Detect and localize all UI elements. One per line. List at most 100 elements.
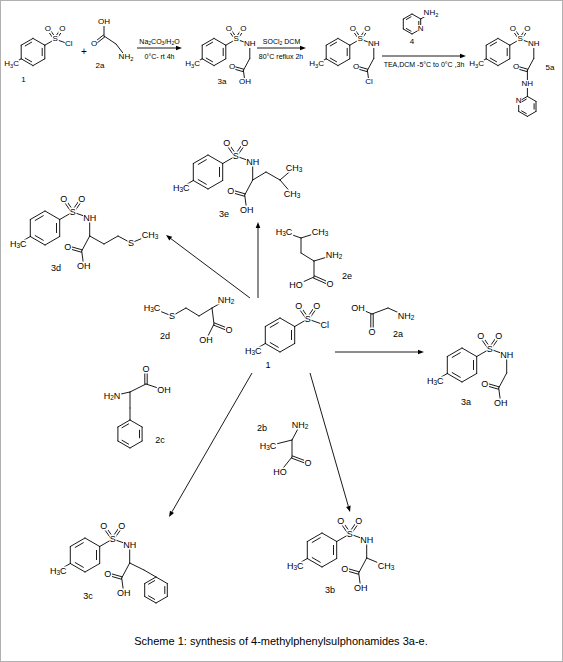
atom-label: NH2 (325, 251, 343, 260)
atom-label: H3C (244, 346, 262, 355)
atom-label: NH (246, 158, 260, 167)
atom-label: NH (243, 40, 256, 48)
atom-label: OH (351, 304, 366, 313)
atom-label: O (142, 365, 150, 374)
reaction-arrow (256, 222, 261, 298)
atom-label: CH3 (285, 164, 303, 173)
subscript: 2 (305, 423, 309, 430)
atom-label: Cl (365, 78, 374, 86)
atom-label: O (337, 517, 345, 526)
subscript: 3 (56, 569, 60, 576)
atom-label: O (240, 25, 247, 33)
compound-number: 2a (392, 330, 403, 339)
arrow-shaft (258, 228, 259, 298)
subscript: 2 (435, 12, 438, 18)
atom-label: S (486, 345, 493, 354)
atom-label: HO (273, 468, 288, 477)
arrow-shaft (137, 48, 176, 49)
reagent-label: Na2CO3/H2O (139, 38, 180, 45)
compound-structure: OOSNHH3COCl (306, 20, 382, 90)
compound-number: 3d (50, 264, 61, 273)
subscript: 3 (150, 306, 154, 313)
atom-label: CH3 (377, 562, 395, 571)
reagent-label: TEA,DCM -5°C to 0°C ,3h (383, 61, 465, 68)
atom-label: O (100, 522, 108, 531)
arrow-shaft (382, 56, 460, 57)
subscript: 2 (148, 40, 151, 46)
arrow-head (346, 506, 351, 512)
reaction-arrow (335, 350, 424, 355)
reaction-arrow (257, 46, 306, 51)
atom-label: O (229, 63, 236, 71)
atom-label: O (513, 63, 520, 71)
atom-label: NH (500, 351, 514, 360)
atom-label: O (227, 187, 235, 196)
atom-label: S (233, 35, 239, 43)
atom-label: H2N (103, 392, 121, 401)
atom-label: O (364, 25, 371, 33)
atom-label: NH2 (118, 53, 134, 61)
atom-label: O (368, 328, 376, 337)
atom-label: O (90, 40, 97, 48)
subscript: 3 (266, 444, 270, 451)
atom-label: S (109, 535, 116, 544)
subscript: 3 (315, 63, 318, 69)
compound-number: 3a (460, 398, 471, 407)
atom-label: NH2 (217, 296, 235, 305)
subscript: 3 (162, 40, 165, 46)
atom-label: H3C (185, 60, 201, 68)
subscript: 2 (231, 298, 235, 305)
atom-label: Cl (64, 40, 73, 48)
reaction-arrow (382, 54, 466, 59)
reaction-arrow (166, 235, 250, 298)
atom-label: H3C (309, 60, 325, 68)
atom-label: NH2 (397, 312, 415, 321)
subscript: 2 (411, 314, 415, 321)
arrow-shaft (310, 373, 348, 506)
subscript: 3 (10, 63, 13, 69)
subscript: 2 (171, 40, 174, 46)
atom-label: O (225, 25, 232, 33)
atom-label: CH3 (311, 228, 329, 237)
atom-label: O (495, 332, 503, 341)
atom-label: OH (199, 336, 214, 345)
bond-lines (12, 13, 536, 603)
plus-sign: + (81, 47, 88, 57)
subscript: 3 (391, 564, 395, 571)
subscript: 2 (130, 56, 133, 62)
reagent-label: SOCl2 DCM (262, 38, 300, 45)
compound-structure: OOSNHH3COOHCH3CH33e (168, 132, 308, 222)
atom-label: O (295, 302, 303, 311)
atom-label: OH (493, 399, 508, 408)
atom-label: S (357, 35, 363, 43)
atom-label: S (127, 239, 134, 248)
atom-label: O (524, 25, 531, 33)
subscript: 2 (339, 253, 343, 260)
atom-label: Cl (320, 321, 330, 330)
reaction-arrow (310, 373, 351, 512)
subscript: 2 (280, 40, 283, 46)
atom-label: NH (360, 536, 374, 545)
compound-structure: H3CSNH2OOH2d (140, 293, 238, 351)
compound-number: 3e (218, 210, 229, 219)
arrow-shaft (172, 373, 252, 512)
atom-label: H3C (286, 561, 304, 570)
compound-number: 3c (83, 592, 94, 601)
atom-label: O (326, 280, 334, 289)
arrow-head (166, 235, 172, 240)
compound-structure: OHONH22a (90, 14, 137, 74)
compound-number: 5a (545, 64, 555, 72)
arrow-head (300, 46, 306, 51)
subscript: 3 (475, 63, 478, 69)
arrow-head (169, 511, 174, 517)
atom-label: S (517, 35, 523, 43)
compound-number: 2a (95, 62, 105, 70)
compound-number: 2c (155, 436, 166, 445)
compound-structure: OOSNHH3COOHSCH33d (6, 190, 166, 278)
atom-label: O (341, 565, 349, 574)
atom-label: NH (123, 541, 137, 550)
compound-structure: OOSClH3C1 (240, 298, 335, 373)
atom-label: CH3 (141, 231, 159, 240)
atom-label: O (104, 570, 112, 579)
compound-number: 3b (324, 586, 335, 595)
